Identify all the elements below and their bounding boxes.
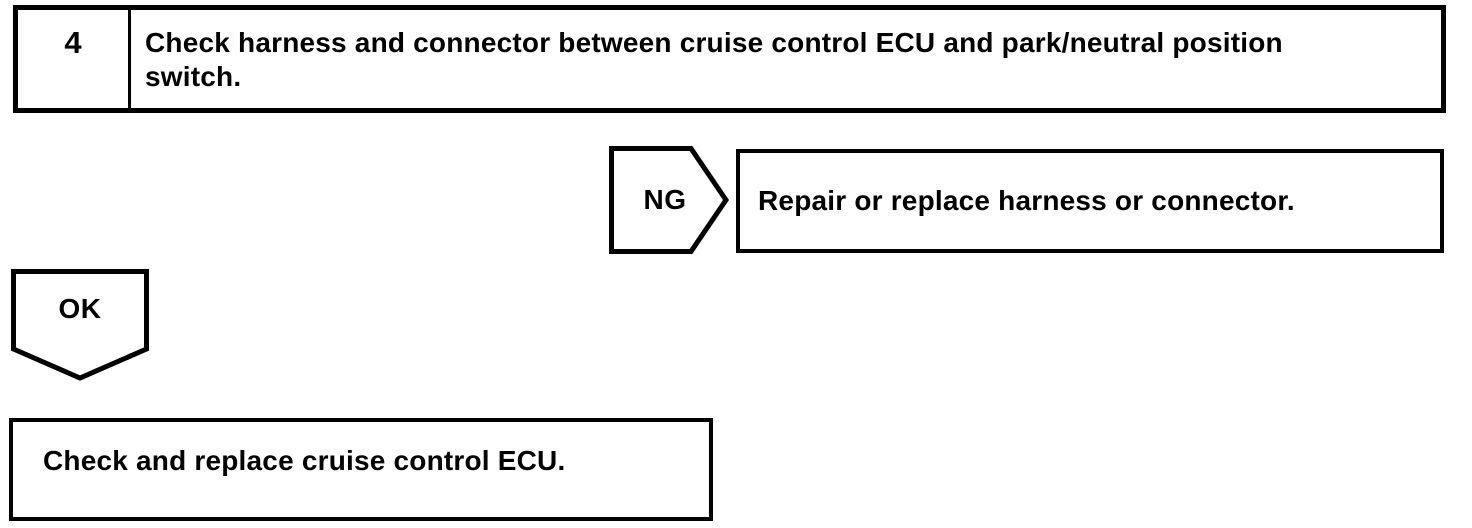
- step-number: 4: [18, 10, 131, 108]
- ok-result-text: Check and replace cruise control ECU.: [43, 445, 566, 476]
- ng-result-box: Repair or replace harness or connector.: [736, 149, 1444, 253]
- ok-label: OK: [58, 293, 102, 324]
- ng-label: NG: [643, 184, 687, 215]
- ng-result-text: Repair or replace harness or connector.: [758, 185, 1295, 216]
- ng-pentagon-icon: [609, 146, 729, 254]
- step-box: 4 Check harness and connector between cr…: [13, 5, 1446, 113]
- step-instruction: Check harness and connector between crui…: [145, 27, 1283, 92]
- ng-connector: NG: [609, 146, 729, 254]
- ok-connector: OK: [11, 269, 149, 381]
- ok-pentagon-icon: [11, 269, 149, 381]
- ok-result-box: Check and replace cruise control ECU.: [9, 418, 713, 521]
